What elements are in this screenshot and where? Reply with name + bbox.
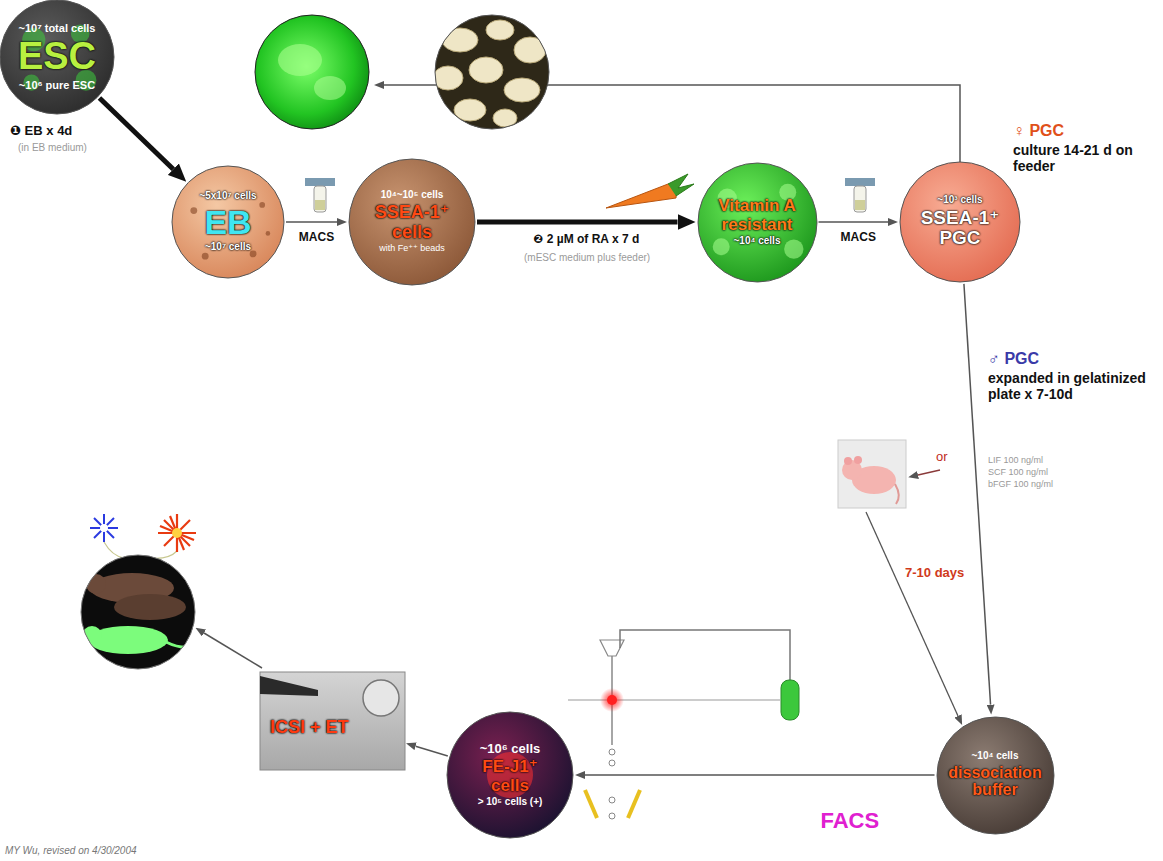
annotation: expanded in gelatinized plate x 7-10d	[988, 370, 1156, 402]
node-label: ESC	[18, 36, 96, 77]
leader-arrow	[866, 512, 958, 716]
nude-mouse-photo	[838, 440, 906, 508]
cell-population-circle: ~10³ cellsSSEA-1⁺ PGC	[899, 161, 1021, 283]
text-stack: 10⁴~10⁵ cellsSSEA-1⁺ cells with Fe⁺⁺ bead…	[363, 189, 461, 254]
node-content: ~5x10⁷ cellsEB~10⁷ cells	[171, 165, 285, 279]
cell-population-circle: ~10⁶ cellsFE-J1⁺ cells > 10⁵ cells (+)	[446, 711, 574, 839]
macs-column-icon	[305, 178, 335, 212]
node-label: ICSI + ET	[270, 718, 349, 737]
flow-arrow	[819, 221, 889, 223]
text-stack: Vitamin A resistant ~10⁴ cells	[708, 196, 806, 248]
cell-population-circle: ~5x10⁷ cellsEB~10⁷ cells	[171, 165, 285, 279]
flow-arrow	[99, 98, 173, 169]
flow-arrow	[416, 746, 448, 756]
macs-column-icon	[845, 178, 875, 212]
author-note: MY Wu, revised on 4/30/2004	[5, 845, 137, 857]
node-content: ~10⁴ cells dissociation buffer	[936, 716, 1055, 835]
cell-count: Vitamin A resistant	[708, 197, 806, 234]
node-label: FE-J1⁺ cells	[462, 758, 558, 795]
node-content: Vitamin A resistant ~10⁴ cells	[697, 162, 818, 283]
node-content: ~10⁷ total cellsESC ~10⁶ pure ESC	[0, 0, 115, 115]
text-stack: ~10⁴ cells dissociation buffer	[947, 750, 1043, 799]
chimeric-mice-photo	[81, 555, 196, 669]
flow-arrow	[585, 774, 935, 776]
cell-population-circle: 10⁴~10⁵ cellsSSEA-1⁺ cells with Fe⁺⁺ bead…	[348, 158, 476, 286]
edge-label: MACS	[839, 231, 878, 245]
annotation: bFGF 100 ng/ml	[988, 479, 1053, 489]
cell-population-circle: Vitamin A resistant ~10⁴ cells	[697, 162, 818, 283]
carrot-icon	[606, 174, 694, 208]
node-label: ~10⁴ cells	[734, 236, 781, 247]
annotation: ❶ EB x 4d	[10, 124, 72, 139]
node-label: SSEA-1⁺ cells	[363, 203, 461, 242]
cell-count: ~10⁴ cells	[972, 751, 1019, 762]
annotation: ♀ PGC	[1013, 122, 1064, 140]
node-content: 10⁴~10⁵ cellsSSEA-1⁺ cells with Fe⁺⁺ bead…	[348, 158, 476, 286]
annotation: ♂ PGC	[988, 350, 1039, 368]
node-label: SSEA-1⁺ PGC	[912, 208, 1008, 249]
colony-micrograph	[429, 10, 550, 129]
cell-count: ~10⁶ cells	[480, 742, 541, 756]
annotation: 7-10 days	[905, 566, 964, 581]
facs-apparatus	[568, 630, 799, 819]
edge-label: FACS	[818, 808, 881, 833]
edge-label: ❷ 2 µM of RA x 7 d	[531, 233, 641, 247]
node-label: ~10⁷ cells	[205, 242, 251, 253]
annotation: (mESC medium plus feeder)	[524, 252, 650, 264]
icsi-image-box: ICSI + ET	[260, 672, 405, 770]
edge-label: MACS	[297, 231, 336, 245]
cell-population-circle: ~10⁷ total cellsESC ~10⁶ pure ESC	[0, 0, 115, 115]
flow-arrow	[477, 220, 678, 225]
node-content: ~10³ cellsSSEA-1⁺ PGC	[899, 161, 1021, 283]
node-label: dissociation buffer	[947, 764, 1043, 799]
fluorescence-image	[255, 15, 369, 129]
annotation: LIF 100 ng/ml	[988, 455, 1043, 465]
annotation: SCF 100 ng/ml	[988, 467, 1048, 477]
text-stack: ~5x10⁷ cellsEB~10⁷ cells	[199, 190, 256, 254]
cell-population-circle: ~10⁴ cells dissociation buffer	[936, 716, 1055, 835]
node-content: ~10⁶ cellsFE-J1⁺ cells > 10⁵ cells (+)	[446, 711, 574, 839]
text-stack: ~10³ cellsSSEA-1⁺ PGC	[912, 194, 1008, 250]
annotation: culture 14-21 d on feeder	[1013, 142, 1158, 174]
node-label: EB	[204, 204, 251, 241]
leader-arrow	[204, 633, 262, 668]
annotation: or	[936, 450, 948, 465]
cell-count: 10⁴~10⁵ cells	[381, 190, 444, 201]
cell-count: ~5x10⁷ cells	[199, 191, 256, 202]
annotation: (in EB medium)	[18, 142, 87, 154]
text-stack: ~10⁶ cellsFE-J1⁺ cells > 10⁵ cells (+)	[462, 741, 558, 809]
flow-arrow	[286, 221, 337, 223]
fireworks	[90, 514, 196, 558]
node-label: > 10⁵ cells (+)	[478, 797, 543, 808]
node-label: with Fe⁺⁺ beads	[379, 244, 445, 254]
text-stack: ~10⁷ total cellsESC ~10⁶ pure ESC	[18, 22, 96, 93]
node-label: ~10⁶ pure ESC	[19, 80, 95, 92]
text-stack: ICSI + ET	[270, 717, 349, 738]
node-content: ICSI + ET	[260, 672, 405, 770]
cell-count: ~10³ cells	[937, 195, 982, 206]
leader-arrow	[918, 470, 940, 475]
flow-arrow	[964, 284, 991, 705]
cell-count: ~10⁷ total cells	[18, 23, 95, 35]
